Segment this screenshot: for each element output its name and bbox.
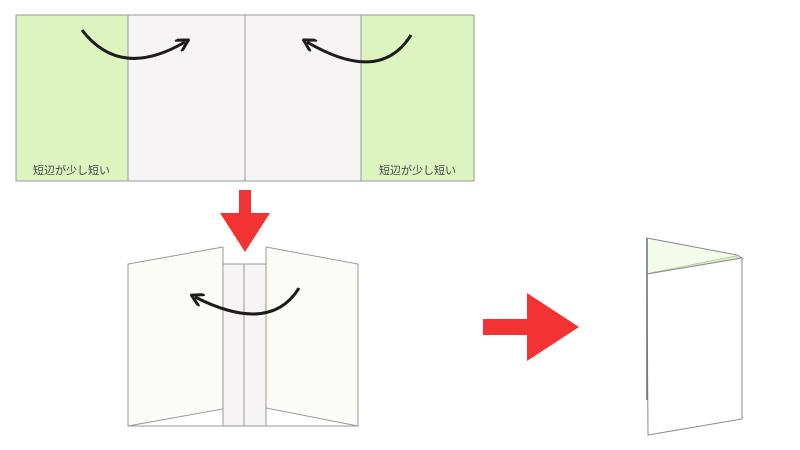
left-folded-flap [127,246,224,427]
left-flap-label: 短辺が少し短い [33,164,110,177]
curved-arrow-icon [80,29,185,60]
right-flap-label: 短辺が少し短い [379,164,456,177]
front-panel [646,257,743,436]
center-right-panel [245,15,361,181]
step2-flaps-folding [127,246,359,427]
curved-arrow-icon [307,34,413,64]
curved-arrow-icon [195,287,301,316]
right-flap-panel [361,15,474,181]
down-arrow-icon [220,190,270,252]
step1-unfolded-sheet [15,14,475,182]
left-flap-panel [16,15,128,181]
right-arrow-icon [483,293,579,361]
center-left-panel [128,15,245,181]
step3-folded-result [646,237,744,436]
right-folded-flap [265,246,359,427]
